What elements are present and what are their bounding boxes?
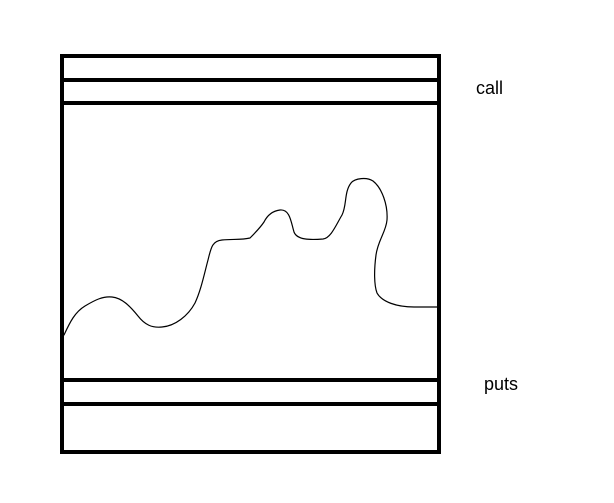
label-puts: puts xyxy=(484,374,519,394)
label-call: call xyxy=(476,78,504,98)
freehand-curve xyxy=(63,177,438,336)
outer-box xyxy=(60,54,441,454)
